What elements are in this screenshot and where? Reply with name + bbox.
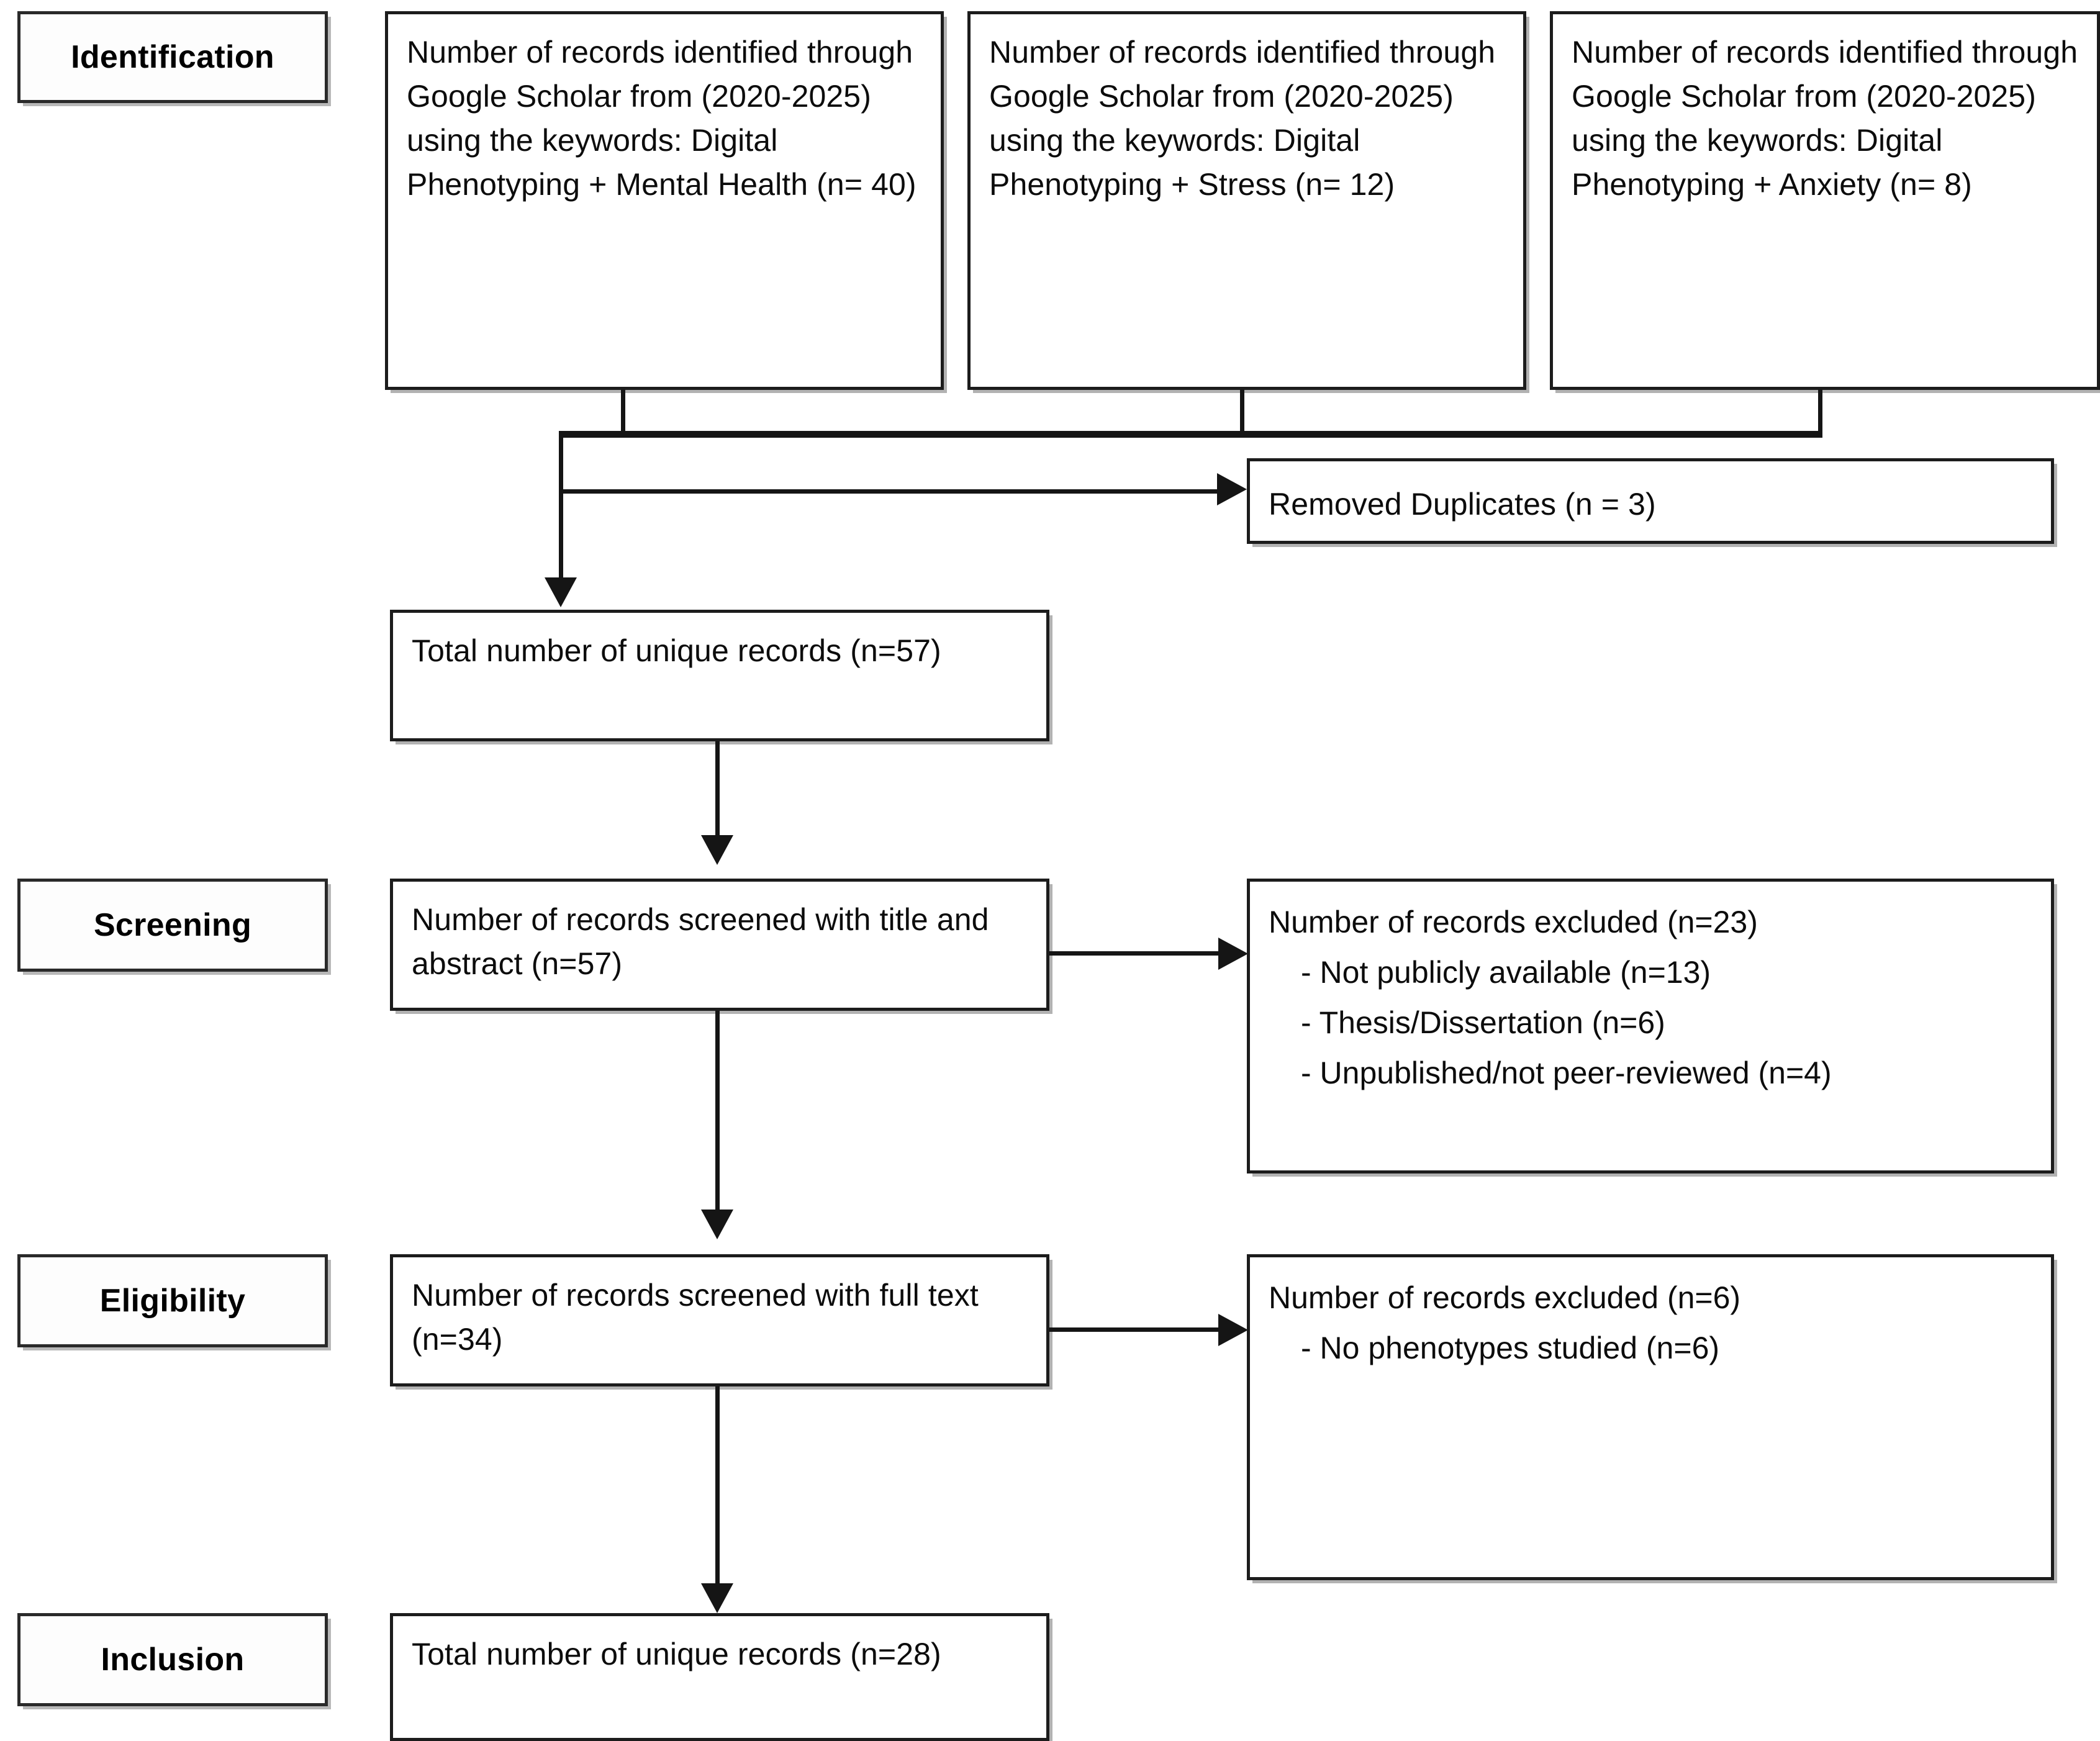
records-screened-full-text-text: Number of records screened with full tex… — [412, 1278, 979, 1357]
connector-to-screening-exclusions — [1049, 951, 1223, 956]
identification-source-3-text: Number of records identified through Goo… — [1572, 35, 2078, 202]
screening-excluded-head: Number of records excluded (n=23) — [1269, 905, 1758, 939]
records-screened-title-abstract-box: Number of records screened with title an… — [390, 879, 1049, 1011]
eligibility-excluded-head: Number of records excluded (n=6) — [1269, 1280, 1741, 1315]
arrowhead-to-inclusion — [701, 1583, 733, 1613]
arrowhead-to-screening-exclusions — [1218, 938, 1248, 970]
identification-source-box-3: Number of records identified through Goo… — [1550, 11, 2100, 390]
eligibility-excluded-reason-1: - No phenotypes studied (n=6) — [1301, 1331, 1720, 1365]
arrowhead-to-eligibility — [701, 1210, 733, 1239]
arrowhead-to-unique-records — [545, 577, 577, 607]
stage-label-identification-text: Identification — [71, 39, 274, 75]
stage-label-eligibility: Eligibility — [17, 1254, 328, 1347]
arrowhead-to-removed-duplicates — [1217, 473, 1247, 505]
identification-source-box-2: Number of records identified through Goo… — [967, 11, 1526, 390]
connector-screened-to-eligibility — [715, 1011, 720, 1216]
removed-duplicates-text: Removed Duplicates (n = 3) — [1269, 487, 1656, 522]
screening-excluded-reason-1: - Not publicly available (n=13) — [1301, 955, 1711, 990]
screening-excluded-box: Number of records excluded (n=23) - Not … — [1247, 879, 2054, 1173]
included-records-box: Total number of unique records (n=28) — [390, 1613, 1049, 1741]
eligibility-excluded-list: Number of records excluded (n=6) - No ph… — [1269, 1276, 2040, 1377]
identification-source-2-text: Number of records identified through Goo… — [989, 35, 1496, 202]
screening-excluded-reason-2: - Thesis/Dissertation (n=6) — [1301, 1005, 1665, 1040]
removed-duplicates-box: Removed Duplicates (n = 3) — [1247, 458, 2054, 544]
stage-label-inclusion: Inclusion — [17, 1613, 328, 1706]
connector-unique-to-screened — [715, 741, 720, 844]
identification-source-box-1: Number of records identified through Goo… — [385, 11, 944, 390]
unique-records-box: Total number of unique records (n=57) — [390, 610, 1049, 741]
connector-to-eligibility-exclusions — [1049, 1327, 1223, 1332]
connector-eligibility-to-inclusion — [715, 1386, 720, 1591]
stage-label-identification: Identification — [17, 11, 328, 103]
identification-source-1-text: Number of records identified through Goo… — [407, 35, 916, 202]
arrowhead-to-eligibility-exclusions — [1218, 1314, 1248, 1346]
stage-label-screening: Screening — [17, 879, 328, 972]
stage-label-screening-text: Screening — [93, 907, 252, 943]
connector-source-3-stub — [1818, 390, 1822, 435]
connector-source-1-stub — [621, 390, 625, 435]
eligibility-excluded-box: Number of records excluded (n=6) - No ph… — [1247, 1254, 2054, 1580]
records-screened-full-text-box: Number of records screened with full tex… — [390, 1254, 1049, 1386]
connector-source-2-stub — [1240, 390, 1244, 435]
connector-spine-to-unique-records — [559, 431, 563, 589]
stage-label-inclusion-text: Inclusion — [101, 1642, 245, 1678]
arrowhead-to-screened — [701, 835, 733, 865]
stage-label-eligibility-text: Eligibility — [99, 1283, 246, 1319]
records-screened-title-abstract-text: Number of records screened with title an… — [412, 902, 989, 981]
screening-excluded-reason-3: - Unpublished/not peer-reviewed (n=4) — [1301, 1056, 1832, 1090]
connector-identification-merge-bar — [559, 431, 1822, 438]
connector-to-removed-duplicates — [559, 489, 1220, 494]
screening-excluded-list: Number of records excluded (n=23) - Not … — [1269, 900, 2040, 1101]
included-records-text: Total number of unique records (n=28) — [412, 1637, 941, 1671]
unique-records-text: Total number of unique records (n=57) — [412, 633, 941, 668]
